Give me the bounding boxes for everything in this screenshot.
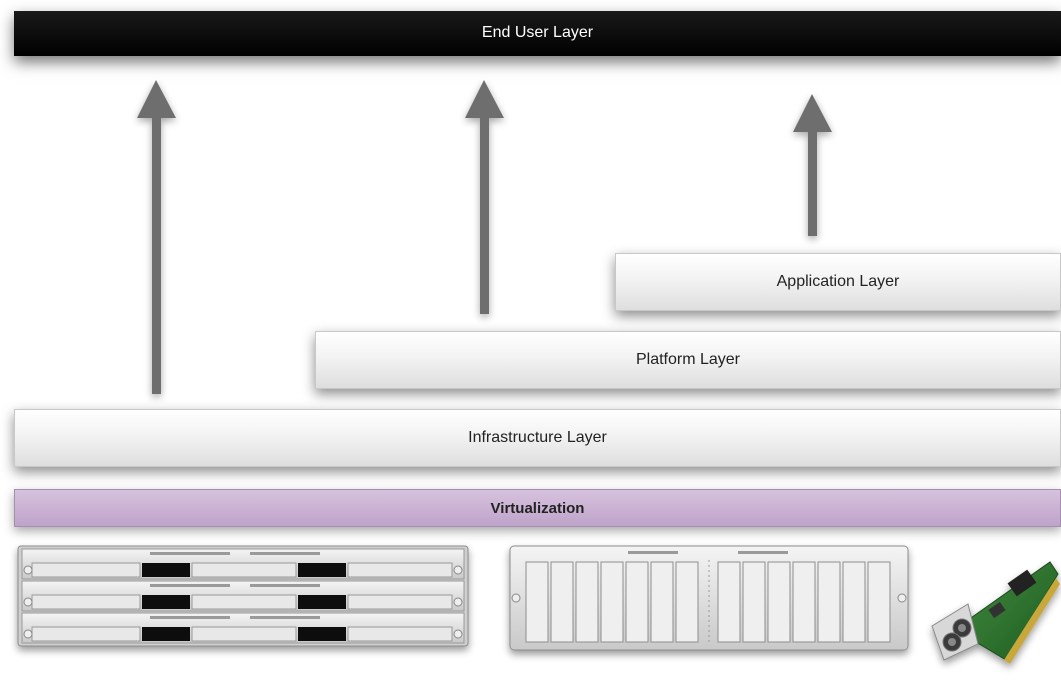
application-layer-label: Application Layer (776, 273, 900, 290)
infrastructure-layer: Infrastructure Layer (14, 409, 1061, 467)
platform-layer-label: Platform Layer (635, 351, 741, 368)
platform-layer: Platform Layer (315, 331, 1061, 389)
virtualization-layer-label: Virtualization (490, 499, 585, 517)
storage-array-icon (509, 545, 909, 651)
application-layer: Application Layer (615, 253, 1061, 311)
network-card-icon (931, 561, 1060, 664)
virtualization-layer: Virtualization (14, 489, 1061, 527)
arrow-application-to-end-user (793, 94, 832, 236)
arrow-platform-to-end-user (465, 80, 504, 314)
end-user-layer-label: End User Layer (481, 24, 594, 41)
infrastructure-layer-label: Infrastructure Layer (468, 429, 607, 446)
arrow-infrastructure-to-end-user (137, 80, 176, 394)
rack-server-icon (17, 545, 469, 647)
hardware-row (17, 545, 1060, 664)
end-user-layer: End User Layer (14, 11, 1061, 56)
